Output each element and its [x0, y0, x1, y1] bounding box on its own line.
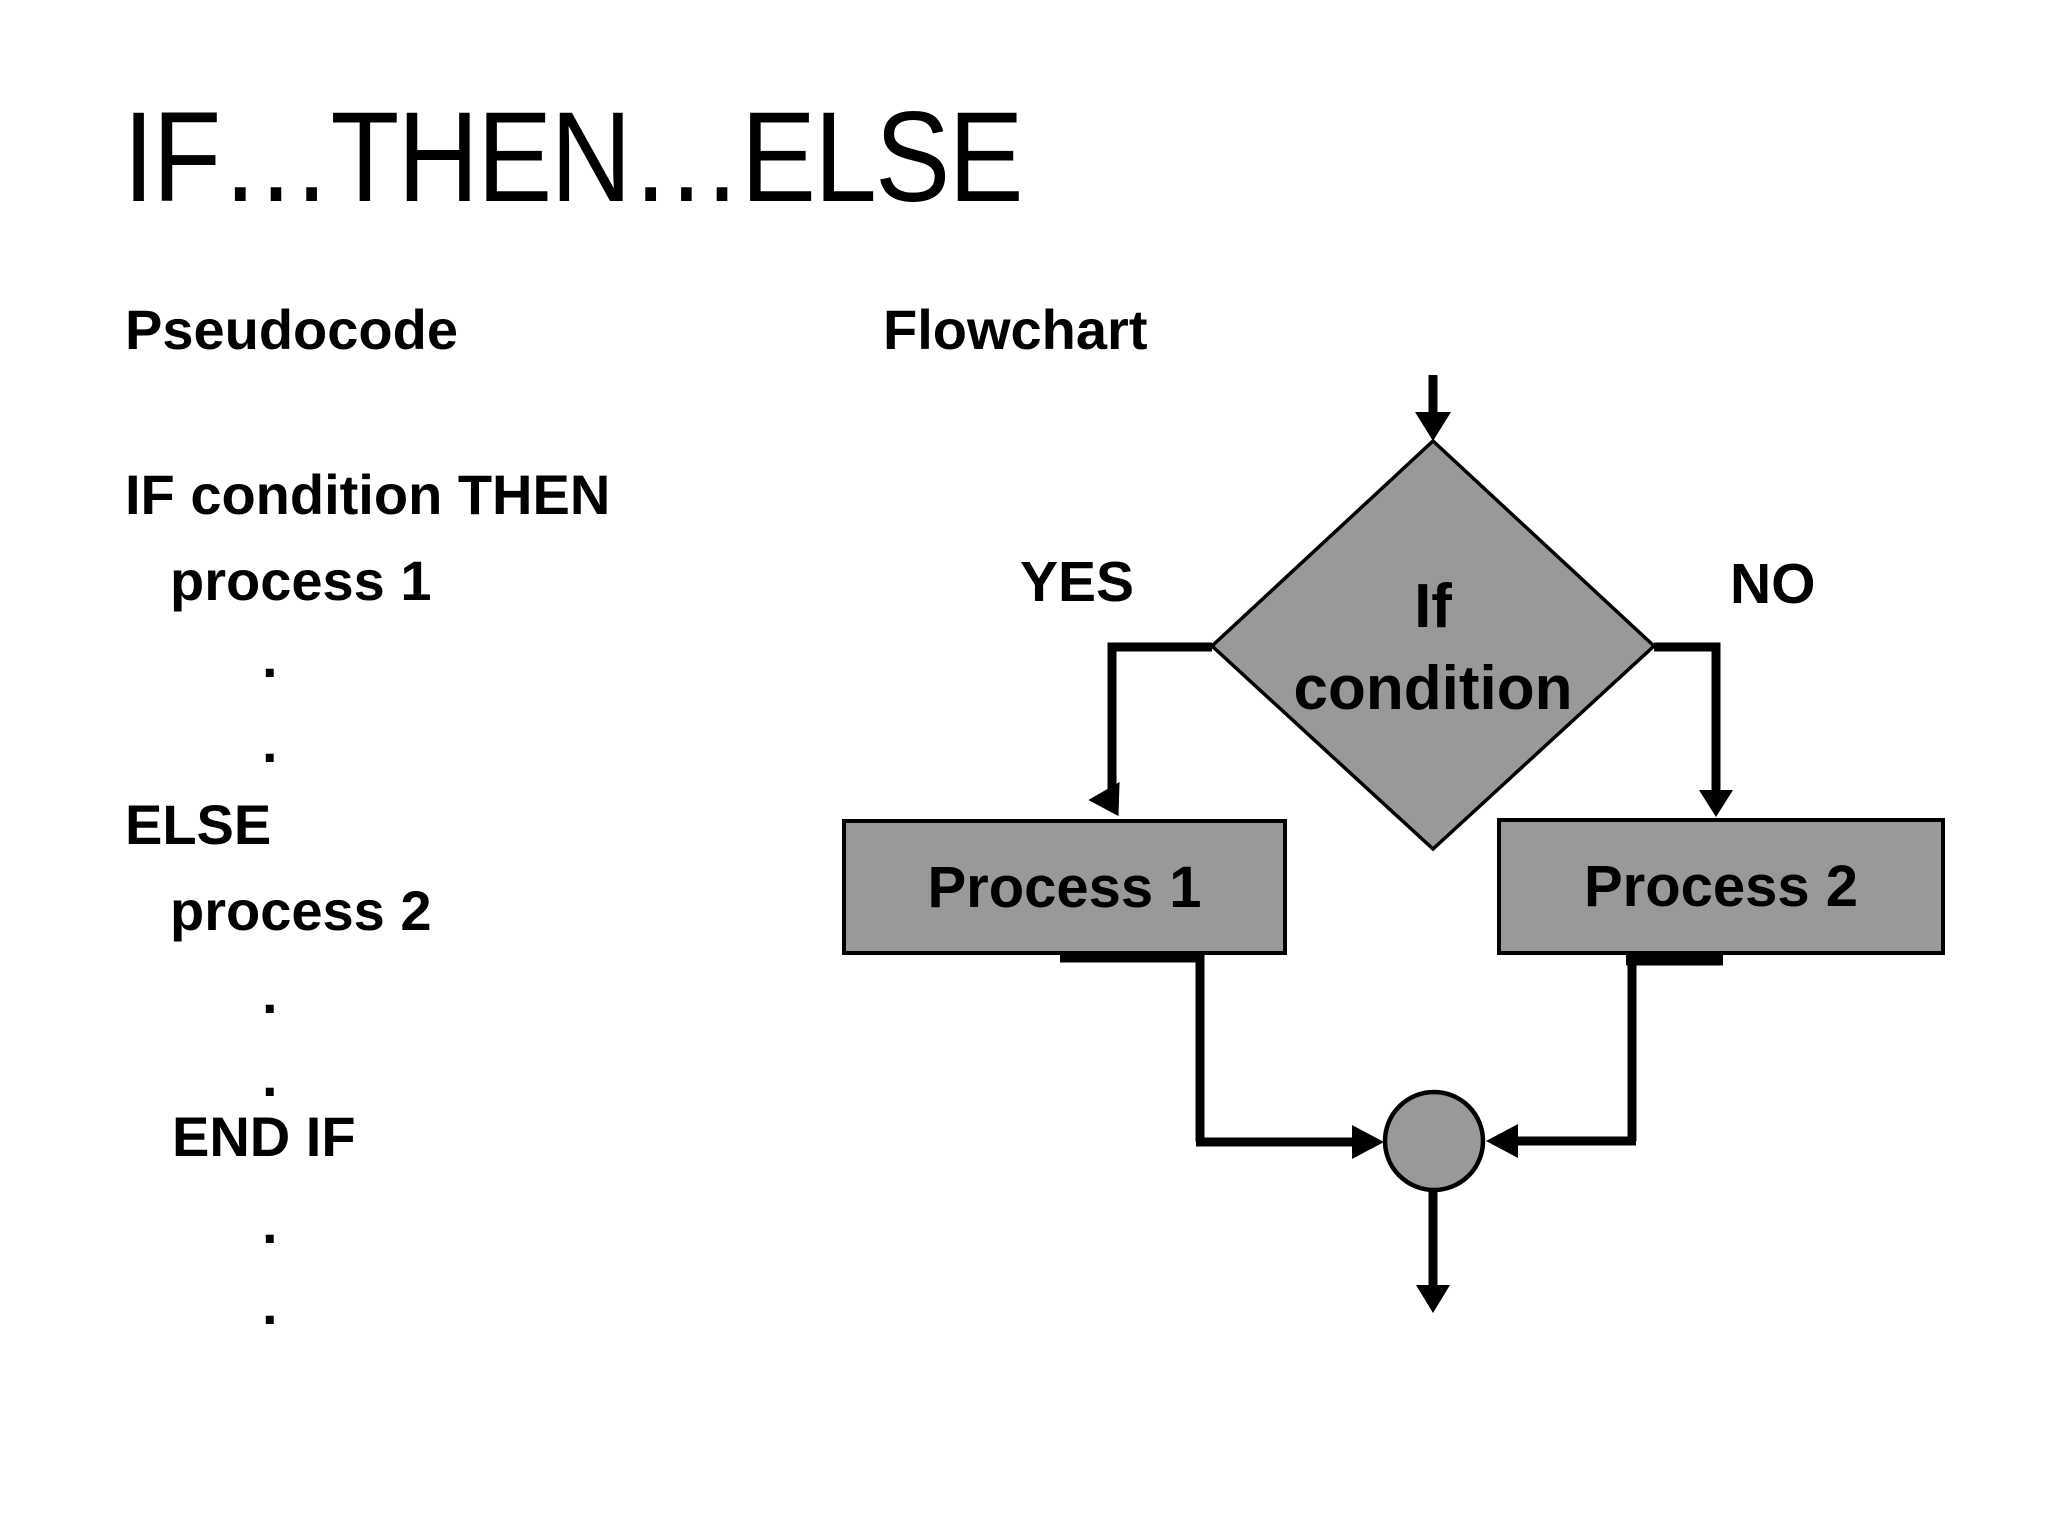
pseudocode-dot: .: [262, 711, 278, 774]
flowchart-heading: Flowchart: [883, 298, 1148, 361]
join-circle: [1382, 1089, 1486, 1193]
yes-connector: [1088, 642, 1212, 817]
pseudocode-line: process 2: [170, 879, 432, 942]
decision-label: If condition: [1213, 566, 1653, 730]
pseudocode-dot: .: [262, 962, 278, 1025]
pseudocode-dot: .: [262, 1192, 278, 1255]
process1-label: Process 1: [927, 854, 1202, 920]
pseudocode-dot: .: [262, 1045, 278, 1108]
pseudocode-heading: Pseudocode: [125, 298, 458, 361]
yes-label: YES: [1020, 550, 1135, 614]
process1-out-connector: [1060, 951, 1384, 1159]
slide-title: IF…THEN…ELSE: [123, 86, 1024, 229]
pseudocode-dot: .: [262, 1273, 278, 1336]
entry-arrow: [1415, 375, 1451, 441]
process1-box: Process 1: [842, 819, 1287, 955]
process2-out-connector: [1486, 954, 1723, 1158]
decision-label-line1: If: [1414, 572, 1452, 641]
pseudocode-line: IF condition THEN: [125, 463, 611, 526]
pseudocode-line: ELSE: [125, 793, 272, 856]
pseudocode-line: END IF: [172, 1105, 356, 1168]
exit-arrow: [1416, 1192, 1450, 1313]
no-label: NO: [1730, 552, 1816, 616]
process2-box: Process 2: [1497, 818, 1945, 955]
decision-diamond: [1209, 438, 1657, 852]
pseudocode-line: process 1: [170, 549, 432, 612]
process2-label: Process 2: [1583, 854, 1859, 919]
no-connector: [1654, 642, 1733, 817]
pseudocode-dot: .: [262, 626, 278, 689]
decision-label-line2: condition: [1293, 654, 1573, 723]
